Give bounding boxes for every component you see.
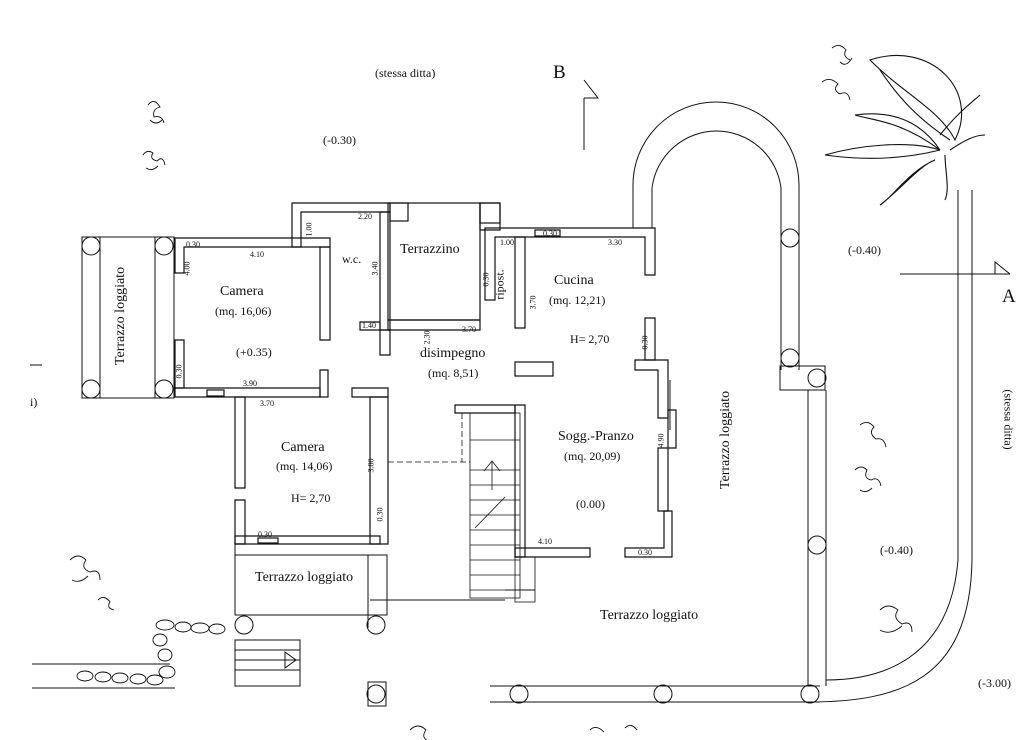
dim-label: 2.30: [422, 330, 432, 345]
level-right-top: (-0.40): [848, 243, 881, 257]
camera1-walls: [174, 237, 331, 398]
terrace-label-right: Terrazzo loggiato: [718, 390, 734, 490]
section-mark-a: A: [1002, 286, 1016, 307]
terrazzino-walls: [387, 202, 501, 331]
dim-label: 3.70: [260, 399, 274, 408]
dim-label: 1.40: [362, 321, 376, 330]
right-terrace-arch: [632, 101, 973, 703]
dim-label: 3.30: [608, 238, 622, 247]
edge-mark: i): [30, 395, 38, 409]
palm-tree: [824, 54, 986, 206]
cucina-area: (mq. 12,21): [549, 293, 606, 307]
camera2-area: (mq. 14,06): [276, 459, 333, 473]
dim-label: 0.30: [543, 229, 557, 238]
dim-label: 4.10: [250, 250, 264, 259]
soggiorno-name: Sogg.-Pranzo: [558, 429, 634, 444]
level-top: (-0.30): [323, 133, 356, 147]
level-right-mid: (-0.40): [880, 543, 913, 557]
terrace-label-bottom-left: Terrazzo loggiato: [255, 570, 354, 585]
terrace-label-bottom: Terrazzo loggiato: [600, 608, 699, 623]
camera1-level: (+0.35): [236, 345, 272, 359]
dim-label: 4.90: [656, 433, 666, 448]
camera2-name: Camera: [281, 440, 325, 455]
dim-label: 3.80: [366, 458, 376, 473]
cucina-height: H= 2,70: [570, 332, 610, 346]
wc-name: w.c.: [342, 252, 362, 266]
camera1-name: Camera: [220, 284, 264, 299]
terrazzino-name: Terrazzino: [400, 242, 460, 257]
bottom-left-terrace: [32, 544, 388, 689]
level-right-bottom: (-3.00): [978, 676, 1011, 690]
section-mark-b: B: [553, 62, 566, 83]
dim-label: 4.00: [182, 261, 192, 276]
terrace-label-left: Terrazzo loggiato: [113, 266, 129, 366]
dim-label: 4.10: [538, 537, 552, 546]
terrace-boundary: [366, 589, 820, 707]
camera1-area: (mq. 16,06): [215, 304, 272, 318]
stone-wall: [76, 619, 226, 686]
dim-label: 3.70: [528, 295, 538, 310]
dim-label: 3.70: [462, 325, 476, 334]
dim-label: 0.30: [375, 507, 385, 522]
shrubs: [69, 45, 913, 740]
neighbor-label-top: (stessa ditta): [375, 66, 436, 80]
soggiorno-area: (mq. 20,09): [564, 449, 621, 463]
dim-label: 0.30: [186, 240, 200, 249]
cucina-name: Cucina: [554, 273, 594, 288]
dim-label: 0.30: [174, 364, 184, 379]
camera2-walls: [234, 387, 389, 545]
dim-label: 0.30: [258, 530, 272, 539]
disimpegno-area: (mq. 8,51): [428, 366, 479, 380]
disimpegno-name: disimpegno: [420, 346, 486, 361]
section-marker-a: [900, 260, 1011, 275]
dim-label: 0.30: [481, 272, 491, 287]
camera2-height: H= 2,70: [291, 491, 331, 505]
dim-label: 0.30: [638, 548, 652, 557]
dim-label: 1.00: [304, 222, 314, 237]
neighbor-label-right: (stessa ditta): [1001, 389, 1016, 450]
dim-label: 1.00: [500, 238, 514, 247]
soggiorno-level: (0.00): [576, 497, 605, 511]
dim-label: 3.90: [243, 379, 257, 388]
ripost-name: ripost.: [492, 269, 507, 300]
dim-label: 3.40: [370, 261, 380, 276]
section-marker-b: [583, 79, 600, 150]
dim-label: 0.30: [640, 335, 650, 350]
stairs: [388, 412, 536, 603]
dim-label: 2.20: [358, 212, 372, 221]
left-terrace-outline: [30, 236, 175, 399]
